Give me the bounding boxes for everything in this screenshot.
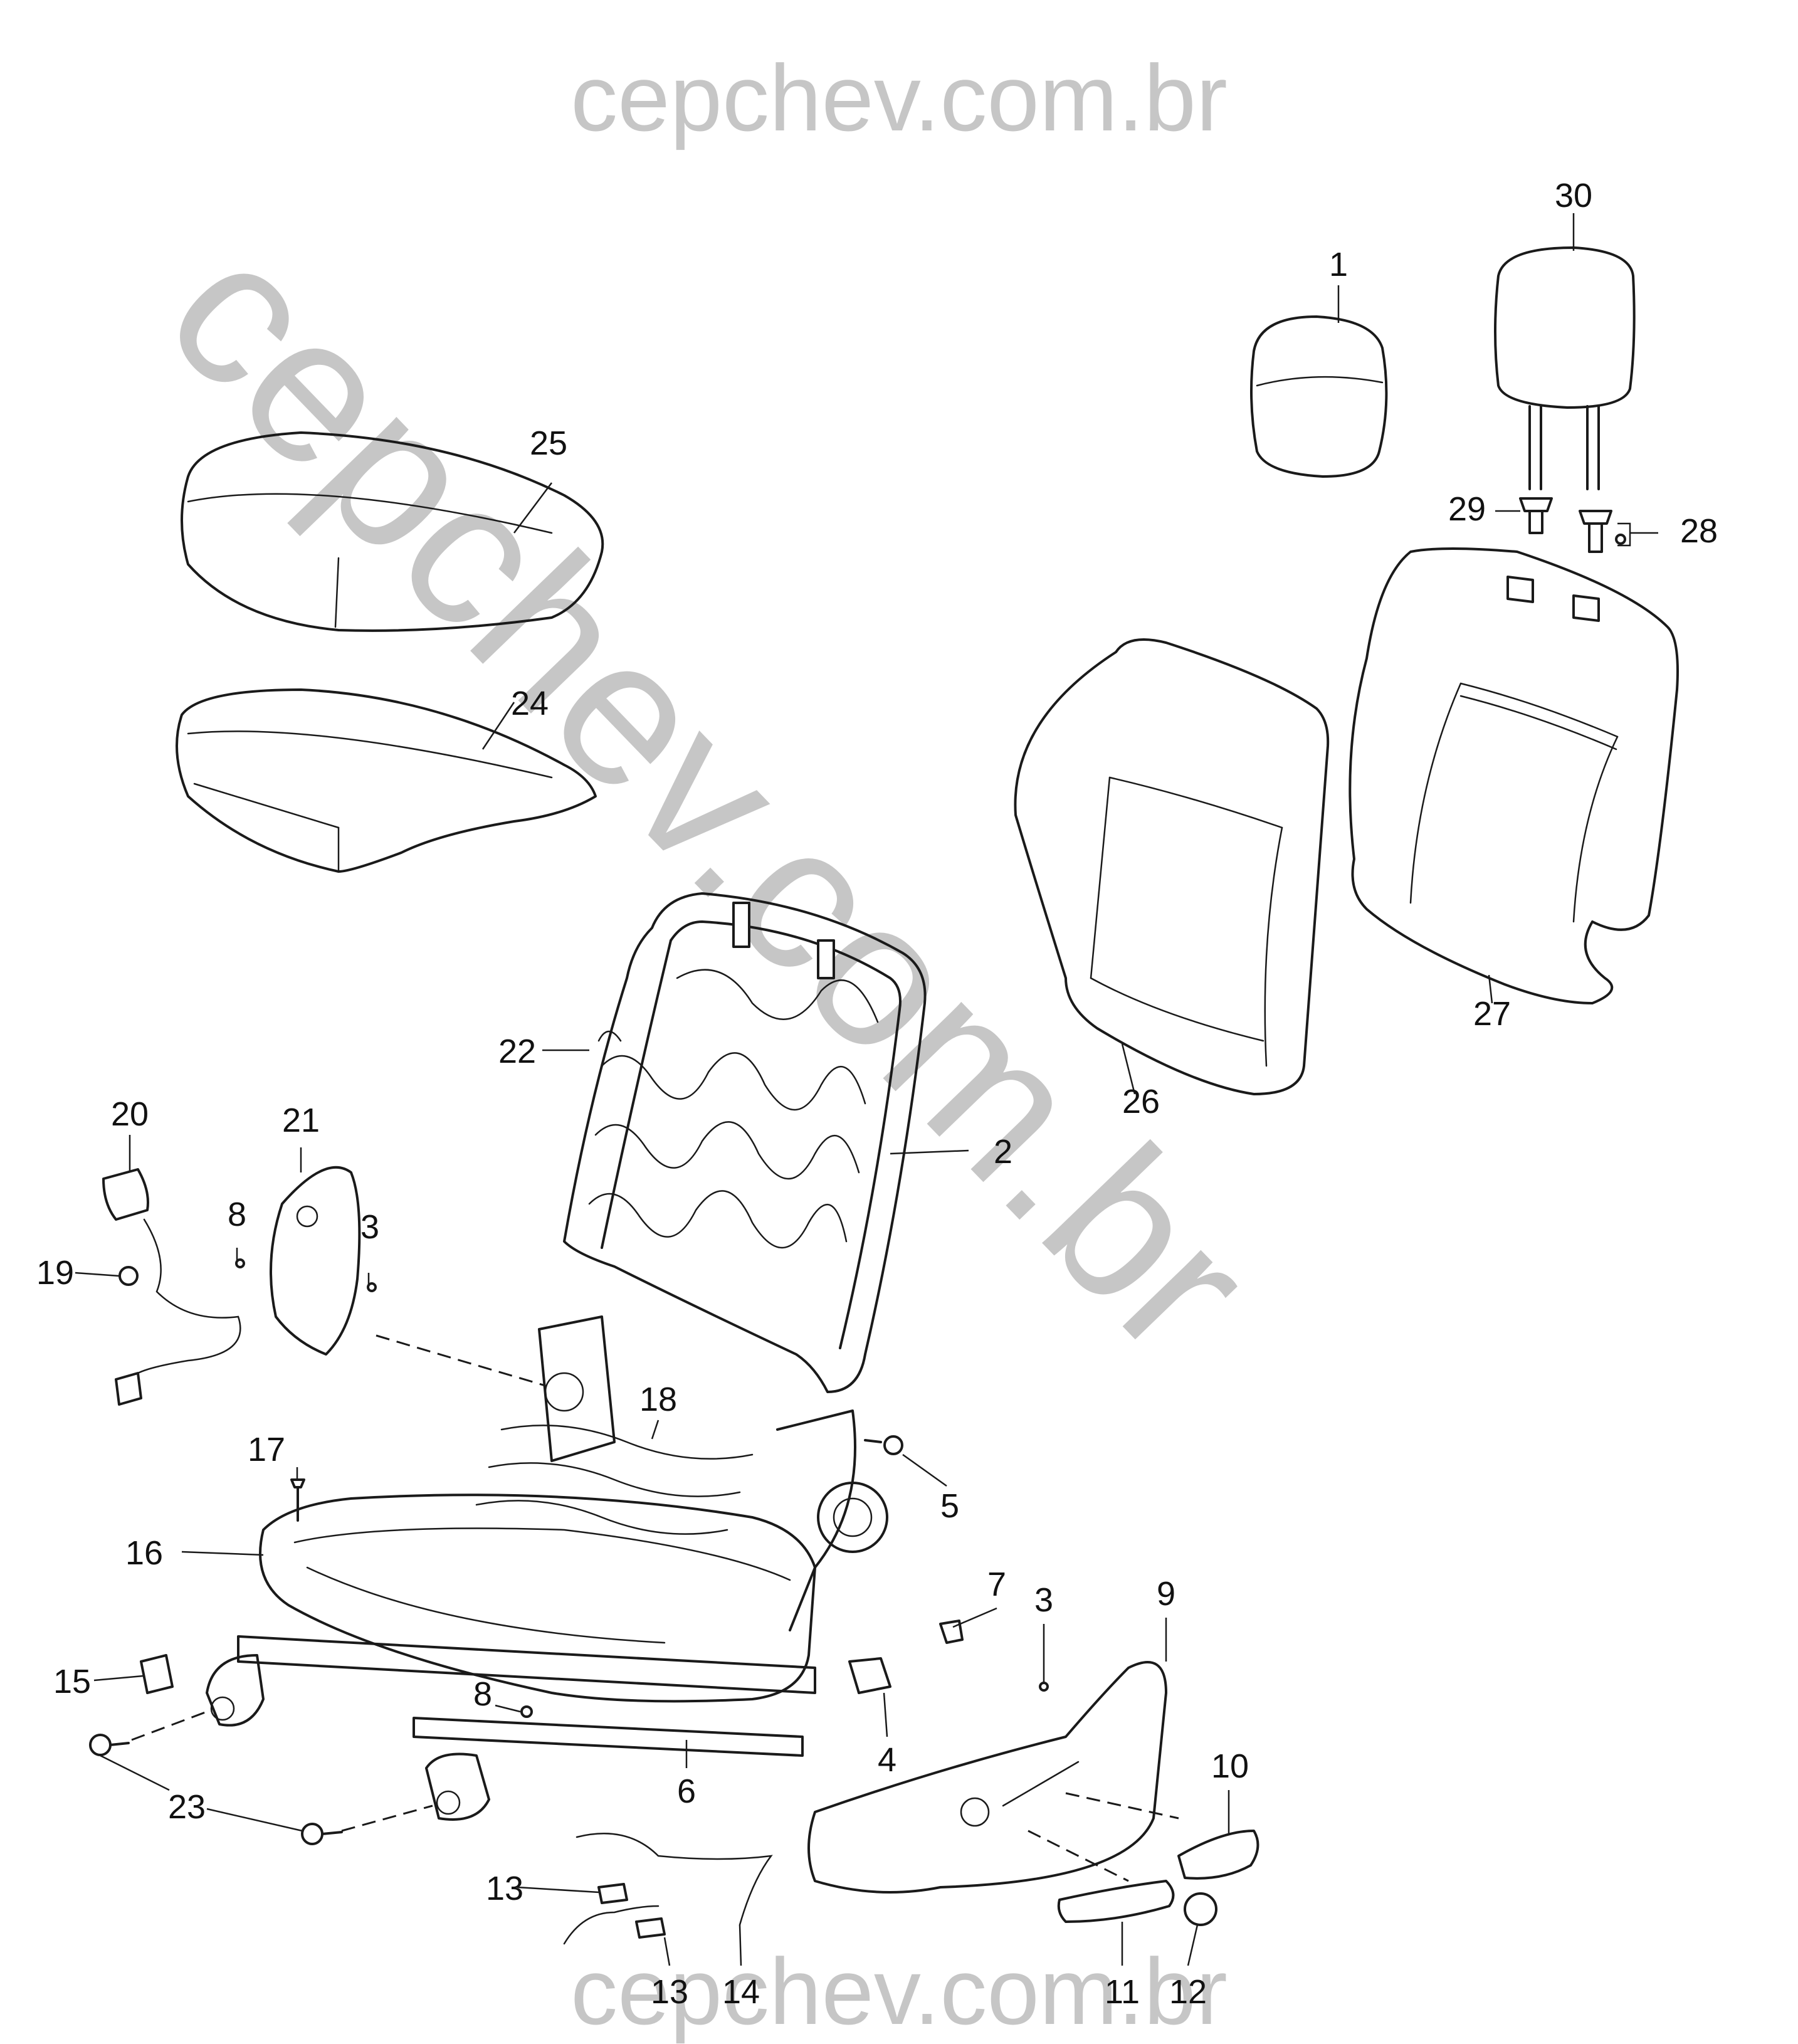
callout-6: 6 (677, 1773, 696, 1810)
callout-15: 15 (53, 1663, 91, 1700)
callout-24: 24 (511, 685, 549, 722)
part-bolt-23 (89, 1734, 343, 1845)
part-headrest-guide-28 (1579, 510, 1626, 553)
watermark-top: cepchev.com.br (570, 45, 1228, 150)
callout-3-lower: 3 (1034, 1581, 1053, 1619)
part-seat-cushion-cover (181, 431, 604, 632)
alignment-line-recliner (376, 1334, 546, 1387)
callout-7: 7 (987, 1566, 1006, 1603)
part-seatback-pad (1014, 638, 1330, 1095)
callout-10: 10 (1211, 1747, 1249, 1785)
part-clip-15 (140, 1654, 174, 1694)
callout-30: 30 (1555, 177, 1592, 214)
part-clip-4 (848, 1657, 891, 1694)
part-screw-8-lower (520, 1705, 533, 1718)
callout-8-lower: 8 (473, 1675, 492, 1713)
callout-26: 26 (1122, 1083, 1160, 1120)
callout-labels: 1 2 3 3 4 5 6 7 8 8 9 10 11 12 13 13 14 … (36, 177, 1718, 2011)
part-seat-adjuster-rails (206, 1635, 816, 1821)
part-headrest-small (1250, 315, 1388, 478)
alignment-line-handle (1028, 1830, 1129, 1882)
watermark-diagonal: cepchev.com.br (124, 196, 1295, 1397)
part-screw-17 (290, 1478, 305, 1522)
part-seat-cushion-frame (259, 1315, 888, 1703)
part-clip-7 (939, 1620, 964, 1644)
part-handle-11 (1057, 1880, 1175, 1923)
leader-lines (75, 213, 1658, 1966)
callout-25: 25 (530, 424, 567, 462)
callout-13-lower: 13 (651, 1973, 688, 2011)
part-seat-cushion-pad (176, 688, 597, 873)
part-seatback-frame (563, 892, 927, 1393)
alignment-line-bolt-lower (341, 1804, 433, 1832)
alignment-line-bolt-upper (131, 1710, 208, 1741)
callout-12: 12 (1169, 1973, 1207, 2011)
callout-4: 4 (878, 1741, 896, 1779)
part-wiring-harness (563, 1833, 773, 1945)
callout-20: 20 (111, 1095, 149, 1133)
callout-1: 1 (1329, 246, 1348, 283)
callout-29: 29 (1448, 490, 1486, 528)
callout-27: 27 (1473, 995, 1511, 1033)
part-knob-12 (1184, 1892, 1217, 1926)
callout-2: 2 (994, 1133, 1012, 1171)
callout-17: 17 (248, 1431, 285, 1468)
callout-28: 28 (1680, 512, 1718, 550)
callout-19: 19 (36, 1254, 74, 1292)
callout-11: 11 (1105, 1973, 1140, 2011)
callout-3-upper: 3 (360, 1208, 379, 1246)
callout-21: 21 (282, 1102, 320, 1139)
callout-5: 5 (940, 1487, 959, 1525)
callout-23: 23 (168, 1788, 206, 1826)
callout-14: 14 (722, 1973, 760, 2011)
alignment-line-cover (1065, 1792, 1179, 1820)
part-headrest-guide-29 (1519, 497, 1553, 534)
part-headrest-with-posts (1494, 246, 1636, 490)
part-seatback-cover (1349, 547, 1679, 1004)
part-recliner-cover (235, 1166, 377, 1356)
callout-13-upper: 13 (486, 1870, 523, 1907)
part-screw-3-lower (1039, 1682, 1049, 1692)
callout-8-upper: 8 (228, 1196, 246, 1233)
part-handle-10 (1177, 1830, 1259, 1880)
part-seatbelt-buckle (102, 1168, 241, 1406)
part-bolt-5 (864, 1435, 903, 1455)
part-side-cover (807, 1661, 1167, 1894)
callout-22: 22 (498, 1033, 536, 1070)
watermark-bottom: cepchev.com.br (570, 1939, 1228, 2044)
callout-16: 16 (125, 1534, 163, 1572)
callout-18: 18 (639, 1381, 677, 1418)
callout-9: 9 (1157, 1575, 1175, 1613)
